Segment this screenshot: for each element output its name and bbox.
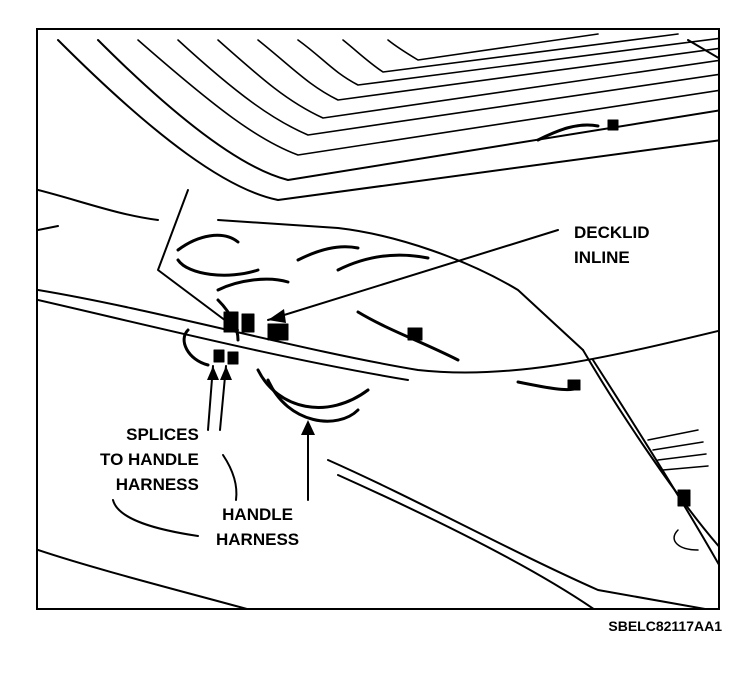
- defroster-grid-lines: [137, 33, 718, 156]
- taillamp-detail: [647, 429, 709, 551]
- figure-reference-code: SBELC82117AA1: [608, 618, 722, 634]
- handle-harness-label: HANDLE HARNESS: [214, 502, 302, 552]
- decklid-wiring-illustration: [38, 33, 718, 608]
- leader-arrowheads: [207, 309, 315, 435]
- splices-to-handle-harness-label: SPLICES TO HANDLE HARNESS: [98, 422, 201, 497]
- diagram-frame: DECKLID INLINE SPLICES TO HANDLE HARNESS…: [36, 28, 720, 610]
- connector-blocks: [213, 119, 691, 507]
- decklid-inline-label: DECKLID INLINE: [572, 220, 652, 270]
- leader-lines: [112, 229, 559, 537]
- decklid-panel: [38, 189, 718, 608]
- rear-window: [57, 33, 718, 201]
